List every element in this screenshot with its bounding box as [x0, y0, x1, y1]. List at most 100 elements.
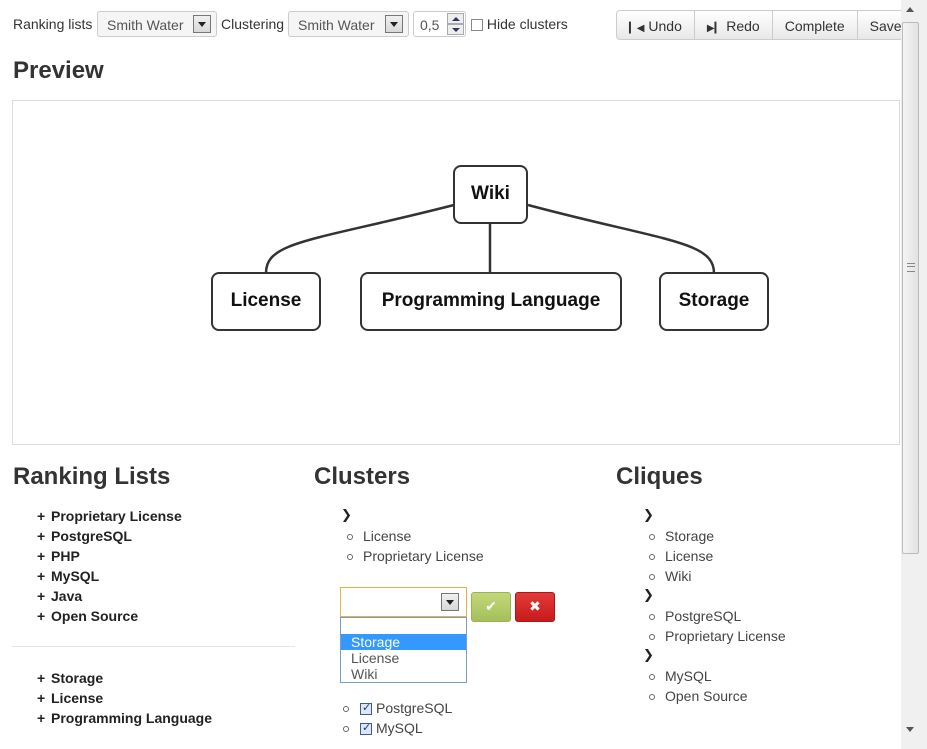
edge-wiki-storage — [527, 203, 716, 274]
list-item[interactable]: Proprietary License — [647, 628, 786, 648]
cluster-1-items: License Proprietary License — [345, 528, 484, 568]
skip-forward-icon: ▶▎ — [706, 23, 723, 34]
dropdown-option[interactable]: License — [351, 650, 400, 666]
list-item[interactable]: License — [345, 528, 484, 548]
clique-1-items: Storage License Wiki — [647, 528, 714, 588]
ranking-lists-heading: Ranking Lists — [13, 463, 171, 490]
list-item-label: License — [51, 690, 104, 706]
list-item[interactable]: + Java — [37, 588, 182, 608]
cancel-button[interactable]: ✖ — [515, 592, 555, 622]
tree-node-root[interactable]: Wiki — [453, 165, 528, 224]
undo-label: Undo — [648, 18, 682, 34]
list-item[interactable]: + PostgreSQL — [37, 528, 182, 548]
save-button[interactable]: Save — [856, 10, 905, 40]
plus-icon[interactable]: + — [37, 690, 46, 706]
dropdown-option[interactable]: Wiki — [351, 666, 378, 682]
plus-icon[interactable]: + — [37, 568, 46, 584]
toolbar: Ranking lists Smith Water Clustering Smi… — [0, 0, 905, 48]
list-item[interactable]: Proprietary License — [345, 548, 484, 568]
list-item[interactable]: + Open Source — [37, 608, 182, 628]
ranking-lists-label: Ranking lists — [13, 16, 93, 32]
redo-label: Redo — [726, 18, 760, 34]
chevron-right-icon[interactable]: ❯ — [643, 588, 654, 603]
item-checkbox[interactable] — [360, 721, 372, 735]
dropdown-option[interactable]: Storage — [341, 634, 466, 650]
history-button-group: ▎◀Undo ▶▎Redo Complete Save — [616, 10, 905, 40]
plus-icon[interactable]: + — [37, 608, 46, 624]
scrollbar-thumb[interactable] — [902, 22, 919, 554]
ranking-list-group-2: + Storage + License + Programming Language — [37, 670, 212, 730]
ranking-lists-select[interactable]: Smith Water — [97, 11, 217, 37]
list-item[interactable]: + Storage — [37, 670, 212, 690]
chevron-right-icon[interactable]: ❯ — [643, 508, 654, 523]
chevron-right-icon[interactable]: ❯ — [643, 648, 654, 663]
vertical-scrollbar[interactable] — [901, 0, 927, 749]
complete-button[interactable]: Complete — [771, 10, 858, 40]
clustering-label: Clustering — [221, 16, 285, 32]
skip-back-icon: ▎◀ — [629, 23, 645, 34]
list-item-label: Storage — [51, 670, 104, 686]
chevron-down-icon[interactable] — [193, 15, 211, 33]
cluster-add-dropdown: Storage License Wiki — [340, 617, 467, 683]
list-item[interactable]: Storage — [647, 528, 714, 548]
list-item[interactable]: + Proprietary License — [37, 508, 182, 528]
list-item-label: MySQL — [376, 720, 423, 736]
cluster-checked-items: PostgreSQL MySQL — [340, 700, 452, 740]
ranking-list-group-1: + Proprietary License + PostgreSQL + PHP + M… — [37, 508, 182, 628]
tree-node-license[interactable]: License — [211, 272, 321, 331]
clique-2-items: PostgreSQL Proprietary License — [647, 608, 786, 648]
scroll-down-icon[interactable] — [906, 727, 914, 732]
hide-clusters-label: Hide clusters — [486, 16, 568, 32]
plus-icon[interactable]: + — [37, 508, 46, 524]
list-item-label: Programming Language — [51, 710, 213, 726]
cluster-add-select[interactable] — [340, 587, 467, 617]
ranking-lists-select-value: Smith Water — [107, 17, 184, 33]
spinner-down-icon[interactable] — [447, 24, 464, 35]
scroll-up-icon[interactable] — [906, 7, 914, 12]
chevron-down-icon[interactable] — [441, 593, 459, 611]
list-item[interactable]: PostgreSQL — [647, 608, 786, 628]
check-icon: ✔ — [485, 599, 497, 615]
plus-icon[interactable]: + — [37, 528, 46, 544]
edge-wiki-license — [264, 203, 455, 274]
plus-icon[interactable]: + — [37, 710, 46, 726]
ranking-list-divider — [12, 646, 295, 647]
clique-3-items: MySQL Open Source — [647, 668, 748, 708]
threshold-spinner[interactable]: 0,5 — [413, 11, 466, 37]
list-item[interactable]: Open Source — [647, 688, 748, 708]
clustering-select[interactable]: Smith Water — [288, 11, 409, 37]
preview-heading: Preview — [13, 57, 104, 84]
list-item[interactable]: + Programming Language — [37, 710, 212, 730]
threshold-value: 0,5 — [420, 17, 440, 33]
confirm-button[interactable]: ✔ — [471, 592, 511, 622]
list-item-label: PostgreSQL — [376, 700, 453, 716]
plus-icon[interactable]: + — [37, 670, 46, 686]
list-item[interactable]: Wiki — [647, 568, 714, 588]
list-item: PostgreSQL — [340, 700, 452, 720]
item-checkbox[interactable] — [360, 701, 372, 715]
chevron-right-icon[interactable]: ❯ — [341, 508, 352, 523]
cliques-heading: Cliques — [616, 463, 703, 490]
plus-icon[interactable]: + — [37, 548, 46, 564]
hide-clusters-checkbox[interactable] — [471, 19, 483, 31]
hide-clusters-toggle[interactable]: Hide clusters — [471, 16, 568, 32]
list-item-label: Open Source — [51, 608, 139, 624]
chevron-down-icon[interactable] — [385, 15, 403, 33]
list-item[interactable]: MySQL — [647, 668, 748, 688]
redo-button[interactable]: ▶▎Redo — [693, 10, 773, 40]
list-item-label: MySQL — [51, 568, 100, 584]
list-item[interactable]: + PHP — [37, 548, 182, 568]
list-item[interactable]: License — [647, 548, 714, 568]
undo-button[interactable]: ▎◀Undo — [616, 10, 695, 40]
tree-node-programming-language[interactable]: Programming Language — [360, 272, 622, 331]
list-item[interactable]: + License — [37, 690, 212, 710]
spinner-up-icon[interactable] — [447, 13, 464, 24]
list-item-label: PHP — [51, 548, 80, 564]
list-item-label: PostgreSQL — [51, 528, 132, 544]
list-item-label: Java — [51, 588, 83, 604]
plus-icon[interactable]: + — [37, 588, 46, 604]
list-item-label: Proprietary License — [51, 508, 182, 524]
tree-node-storage[interactable]: Storage — [659, 272, 769, 331]
save-label: Save — [869, 18, 902, 34]
list-item[interactable]: + MySQL — [37, 568, 182, 588]
